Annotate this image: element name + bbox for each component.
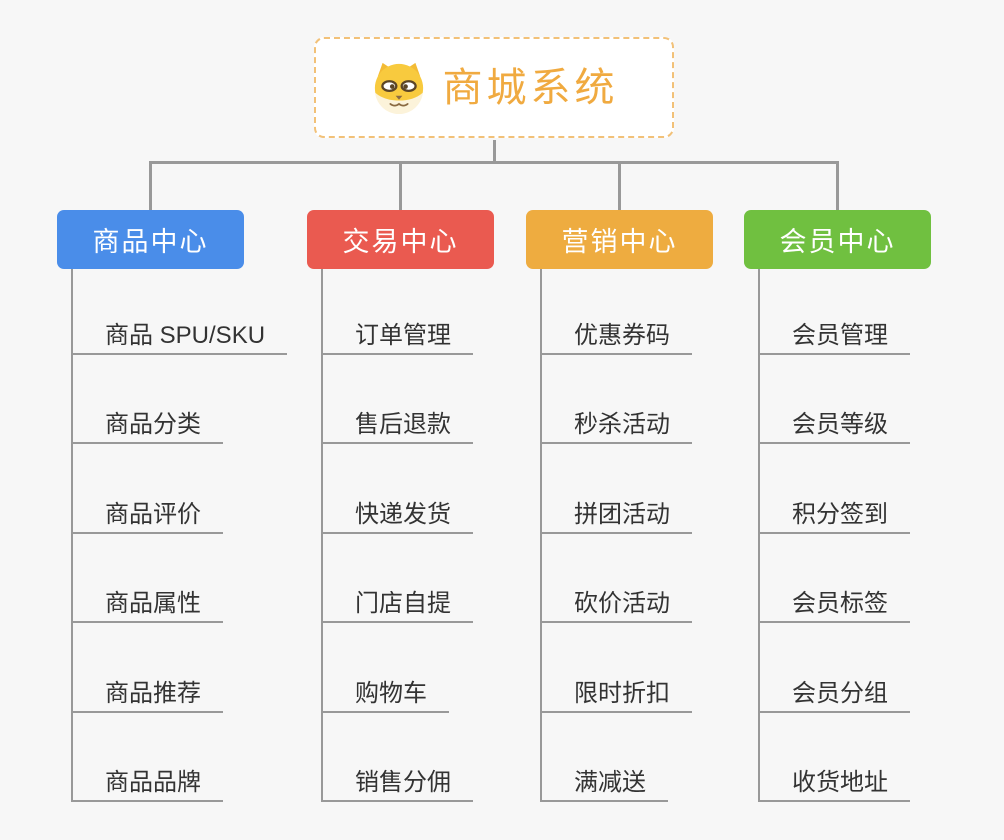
branch-vline-3 xyxy=(758,269,760,802)
sub-item-underline xyxy=(758,800,910,802)
sub-item-label[interactable]: 积分签到 xyxy=(792,501,888,528)
sub-item-label[interactable]: 商品品牌 xyxy=(105,769,201,796)
branch-vline-2 xyxy=(540,269,542,802)
sub-item-label[interactable]: 优惠券码 xyxy=(574,322,670,349)
sub-item-underline xyxy=(71,353,287,355)
branch-drop-line-1 xyxy=(399,161,402,210)
branch-header-2[interactable]: 营销中心 xyxy=(526,210,713,269)
sub-item-label[interactable]: 会员等级 xyxy=(792,411,888,438)
sub-item-underline xyxy=(321,711,449,713)
branch-vline-1 xyxy=(321,269,323,802)
sub-item-underline xyxy=(758,621,910,623)
sub-item-label[interactable]: 会员分组 xyxy=(792,680,888,707)
sub-item-underline xyxy=(540,442,692,444)
sub-item-underline xyxy=(71,442,223,444)
root-node[interactable]: 商城系统 xyxy=(314,37,674,138)
sub-item-underline xyxy=(540,353,692,355)
sub-item-label[interactable]: 砍价活动 xyxy=(574,590,670,617)
root-stem-line xyxy=(493,140,496,164)
sub-item-label[interactable]: 商品 SPU/SKU xyxy=(105,322,266,349)
sub-item-label[interactable]: 售后退款 xyxy=(355,411,451,438)
sub-item-label[interactable]: 商品评价 xyxy=(105,501,201,528)
sub-item-label[interactable]: 会员管理 xyxy=(792,322,888,349)
sub-item-label[interactable]: 拼团活动 xyxy=(574,501,670,528)
sub-item-underline xyxy=(321,532,473,534)
sub-item-label[interactable]: 会员标签 xyxy=(792,590,888,617)
sub-item-label[interactable]: 商品属性 xyxy=(105,590,201,617)
sub-item-label[interactable]: 限时折扣 xyxy=(574,680,670,707)
sub-item-label[interactable]: 商品分类 xyxy=(105,411,201,438)
sub-item-underline xyxy=(758,442,910,444)
sub-item-label[interactable]: 商品推荐 xyxy=(105,680,201,707)
dog-face-icon xyxy=(370,61,428,115)
sub-item-label[interactable]: 购物车 xyxy=(355,680,427,707)
branch-header-1[interactable]: 交易中心 xyxy=(307,210,494,269)
sub-item-underline xyxy=(71,621,223,623)
branch-drop-line-2 xyxy=(618,161,621,210)
sub-item-underline xyxy=(71,532,223,534)
sub-item-underline xyxy=(71,800,223,802)
branch-vline-0 xyxy=(71,269,73,802)
sub-item-underline xyxy=(540,621,692,623)
branch-header-3[interactable]: 会员中心 xyxy=(744,210,931,269)
branch-header-0[interactable]: 商品中心 xyxy=(57,210,244,269)
sub-item-underline xyxy=(71,711,223,713)
root-title: 商城系统 xyxy=(442,65,619,110)
sub-item-underline xyxy=(321,621,473,623)
sub-item-label[interactable]: 快递发货 xyxy=(355,501,451,528)
sub-item-underline xyxy=(540,532,692,534)
sub-item-underline xyxy=(758,353,910,355)
sub-item-label[interactable]: 门店自提 xyxy=(355,590,451,617)
sub-item-underline xyxy=(540,711,692,713)
sub-item-label[interactable]: 收货地址 xyxy=(792,769,888,796)
sub-item-underline xyxy=(540,800,668,802)
sub-item-underline xyxy=(758,711,910,713)
sub-item-label[interactable]: 订单管理 xyxy=(355,322,451,349)
sub-item-label[interactable]: 销售分佣 xyxy=(355,769,451,796)
sub-item-underline xyxy=(321,353,473,355)
sub-item-label[interactable]: 满减送 xyxy=(574,769,646,796)
sub-item-underline xyxy=(321,442,473,444)
branch-drop-line-0 xyxy=(149,161,152,210)
branch-drop-line-3 xyxy=(836,161,839,210)
sub-item-label[interactable]: 秒杀活动 xyxy=(574,411,670,438)
sub-item-underline xyxy=(758,532,910,534)
horizontal-rail-line xyxy=(149,161,839,164)
sub-item-underline xyxy=(321,800,473,802)
